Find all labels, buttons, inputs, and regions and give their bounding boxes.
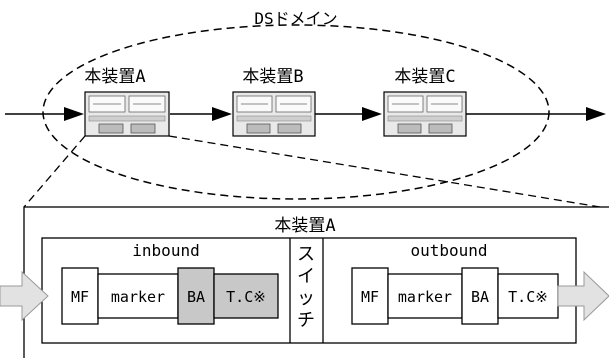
outbound-tc-text: T.C※ xyxy=(508,288,548,306)
output-flow-arrow xyxy=(557,270,609,322)
inbound-pipeline: MF marker BA T.C※ xyxy=(61,267,279,325)
svg-text:スイッチ: スイッチ xyxy=(297,244,315,331)
inbound-marker-text: marker xyxy=(111,288,165,306)
device-c-node: 本装置C xyxy=(383,67,467,137)
outbound-pipeline: MF marker BA T.C※ xyxy=(351,267,559,325)
switch-char: チ xyxy=(297,310,315,331)
outbound-marker-block xyxy=(387,273,463,319)
device-c-label: 本装置C xyxy=(394,67,455,87)
outbound-marker-text: marker xyxy=(398,288,452,306)
switch-label: スイッチ xyxy=(297,244,315,331)
switch-char: ッ xyxy=(297,288,315,309)
device-b-label: 本装置B xyxy=(242,67,303,87)
switch-char: ス xyxy=(297,244,315,265)
outbound-ba-block xyxy=(461,267,499,325)
router-icon xyxy=(383,91,467,137)
inbound-tc-block xyxy=(213,273,279,319)
device-a-label: 本装置A xyxy=(84,67,145,87)
outbound-label: outbound xyxy=(410,241,487,260)
inbound-label: inbound xyxy=(132,241,199,260)
ds-domain-boundary xyxy=(42,24,550,200)
input-flow-arrow xyxy=(0,270,49,322)
outbound-ba-text: BA xyxy=(471,288,489,306)
device-b-node: 本装置B xyxy=(232,67,316,137)
packet-flow-line xyxy=(5,107,606,121)
inbound-mf-text: MF xyxy=(71,288,89,306)
switch-char: イ xyxy=(297,266,315,287)
inbound-tc-text: T.C※ xyxy=(226,288,266,306)
inbound-ba-text: BA xyxy=(187,288,205,306)
detail-title: 本装置A xyxy=(274,216,335,236)
zoom-guide-left xyxy=(23,135,86,208)
router-icon xyxy=(232,91,316,137)
router-icon xyxy=(84,91,170,137)
device-a-node: 本装置A xyxy=(84,67,170,137)
inbound-ba-block xyxy=(177,267,215,325)
outbound-mf-text: MF xyxy=(361,288,379,306)
inbound-marker-block xyxy=(97,273,179,319)
ds-domain-label: DSドメイン xyxy=(254,9,337,28)
inbound-mf-block xyxy=(61,267,99,325)
zoom-guide-right xyxy=(168,135,601,208)
